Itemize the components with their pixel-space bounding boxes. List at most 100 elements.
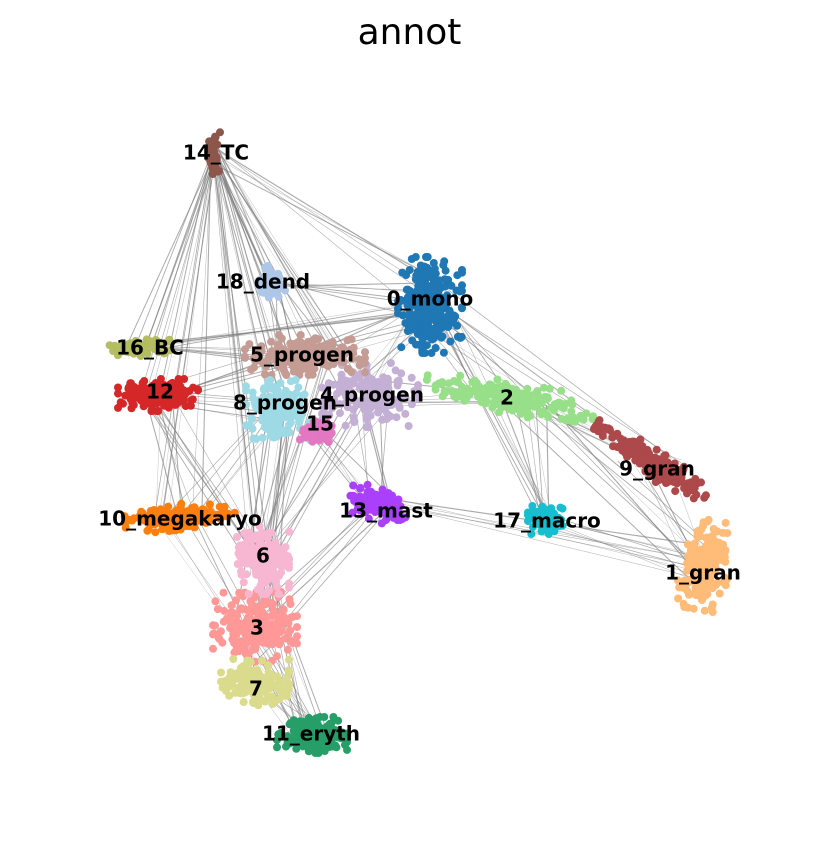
cell-point [293,612,301,621]
cell-point [383,383,392,392]
cell-point [416,286,425,295]
cell-point [211,132,220,141]
cell-point [446,337,455,346]
cluster-label-7: 7 [249,677,263,701]
cell-point [233,617,242,626]
cell-point [119,399,127,408]
cell-point [156,375,165,383]
edge-13_mast-1_gran [364,501,705,561]
cell-point [349,481,358,490]
cell-point [266,408,275,417]
edge-14_TC-16_BC [151,155,217,346]
cell-point [252,434,261,443]
cell-point [366,411,375,420]
cluster-label-12: 12 [146,380,174,404]
cell-point [220,606,229,615]
cell-point [356,399,365,408]
edge-13_mast-1_gran [391,497,715,576]
cell-point [704,553,713,562]
cell-point [268,640,277,649]
edge-12-10_megakaryo [158,390,177,521]
cell-point [329,360,338,368]
cell-point [250,363,258,372]
cell-point [138,379,147,388]
cell-point [239,698,248,707]
cell-point [274,590,283,598]
cell-point [160,395,168,404]
cell-point [236,541,245,550]
cell-point [289,721,298,730]
cell-point [267,349,276,358]
cell-point [671,487,680,496]
cell-point [313,727,322,736]
cell-point [435,379,443,388]
cell-point [407,289,416,298]
cell-point [232,629,241,638]
cell-point [286,626,295,635]
cell-point [293,623,301,632]
cell-point [354,373,363,382]
cell-point [652,445,661,454]
cell-point [702,533,711,542]
cell-point [343,403,352,412]
cluster-label-10_megakaryo: 10_megakaryo [98,507,262,531]
cell-point [679,462,688,471]
cell-point [227,669,236,678]
cell-point [378,415,387,424]
cell-point [218,638,227,647]
cell-point [418,296,427,305]
cell-point [265,540,274,549]
cell-point [394,304,402,313]
cell-point [422,324,431,333]
cell-point [230,648,239,657]
cell-point [715,589,724,598]
cell-point [220,502,229,511]
cell-point [216,627,225,636]
cell-point [129,349,138,358]
cell-point [394,495,403,504]
cell-point [334,380,343,389]
edge-13_mast-1_gran [379,502,711,582]
cell-point [533,507,542,516]
cell-point [669,472,678,480]
cell-point [349,343,358,352]
cell-point [294,727,303,736]
cell-point [261,590,270,598]
cell-point [294,351,303,360]
cluster-label-9_gran: 9_gran [619,457,695,481]
cell-point [418,333,426,342]
cell-point [685,590,693,599]
cell-point [393,516,402,524]
cell-point [416,261,425,270]
cell-point [271,697,280,706]
edge-14_TC-16_BC [144,157,213,349]
cell-point [267,337,276,346]
edge-2-1_gran [527,394,702,573]
cell-point [114,389,122,398]
cell-point [272,392,280,401]
cell-point [518,393,527,402]
edge-14_TC-5_progen [211,159,332,346]
cluster-11_eryth [273,713,351,757]
cell-point [166,346,175,355]
cell-point [415,269,424,277]
cell-point [125,342,134,351]
cell-point [686,478,695,487]
cell-point [296,717,305,726]
cell-point [266,428,275,437]
edge-14_TC-0_mono [211,143,423,316]
cell-point [634,438,643,447]
cell-point [245,534,254,543]
cell-point [176,505,185,514]
cell-point [708,564,717,573]
cell-point [543,393,552,402]
cell-point [244,649,253,658]
cell-point [691,588,700,597]
cell-point [361,508,370,517]
cell-point [264,661,272,670]
cell-point [262,674,270,683]
cell-point [277,560,286,569]
cell-point [361,348,369,357]
cell-point [440,300,449,309]
cell-point [337,346,346,355]
